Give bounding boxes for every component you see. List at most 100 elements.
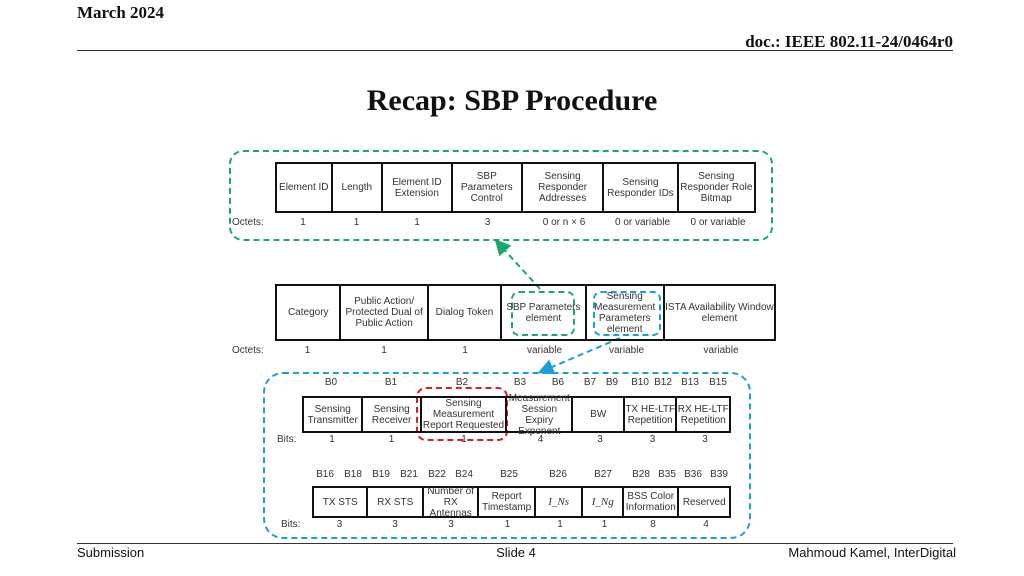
bit-position-label: B9 [605, 377, 619, 388]
header-date: March 2024 [77, 3, 165, 22]
field-label: Reserved [682, 496, 726, 508]
field-cell: Sensing Receiver [363, 398, 422, 431]
field-size: 3 [392, 519, 398, 530]
bit-position-label: B22 [428, 469, 446, 480]
field-label: Sensing Responder Addresses [538, 171, 588, 204]
field-size: 3 [597, 434, 603, 445]
bit-position-label: B15 [709, 377, 727, 388]
field-cell: Dialog Token [429, 286, 503, 339]
footer-slide-number: Slide 4 [496, 545, 536, 560]
field-label: Sensing Responder Role Bitmap [680, 171, 753, 204]
bit-position-label: B16 [316, 469, 334, 480]
field-size: 3 [484, 217, 491, 228]
field-label: BW [590, 409, 607, 420]
field-cell: Sensing Responder Role Bitmap [679, 164, 754, 211]
bit-position-label: B7 [583, 377, 597, 388]
field-cell: RX STS [368, 488, 424, 516]
field-cell: Element ID Extension [383, 164, 453, 211]
field-size: 3 [336, 519, 343, 530]
field-size: variable [526, 345, 563, 356]
field-cell: Measurement Session Expiry Exponent [507, 393, 574, 437]
field-cell: RX HE-LTF Repetition [677, 398, 729, 431]
bit-position-label: B21 [400, 469, 418, 480]
bit-position-label: B3 [513, 377, 527, 388]
field-cell: Sensing Measurement Parameters element [587, 286, 665, 339]
field-cell: SBP Parameters Control [453, 164, 523, 211]
field-label: Dialog Token [435, 307, 494, 318]
bit-position-label: B0 [324, 377, 338, 388]
footer-submission: Submission [77, 545, 145, 560]
field-size: 1 [414, 217, 420, 228]
field-label: TX STS [322, 496, 358, 508]
field-label: BSS Color Information [625, 491, 676, 513]
field-label: ISTA Availability Window element [665, 301, 774, 324]
bit-position-label: B12 [654, 377, 672, 388]
field-cell: ISTA Availability Window element [665, 286, 774, 339]
field-label: SBP Parameters Control [460, 171, 513, 204]
field-size: variable [608, 345, 645, 356]
field-size: 4 [537, 434, 544, 445]
bit-position-label: B35 [658, 469, 676, 480]
field-cell: TX HE-LTF Repetition [625, 398, 678, 431]
field-size: 1 [462, 345, 468, 356]
field-label: I_Ns [548, 495, 570, 508]
field-size: 8 [650, 519, 656, 530]
bit-position-label: B13 [681, 377, 699, 388]
bit-position-label: B6 [551, 377, 565, 388]
slide-title: Recap: SBP Procedure [366, 84, 658, 117]
field-size: 1 [601, 519, 608, 530]
field-label: Report Timestamp [482, 491, 532, 513]
field-cell: SBP Parameters element [502, 286, 587, 339]
green-arrow [494, 239, 541, 290]
sbp-element-table: Element ID Length Element ID Extension SBP … [275, 162, 756, 213]
field-cell: I_Ns [536, 488, 584, 516]
footer-author: Mahmoud Kamel, InterDigital [788, 545, 956, 560]
bit-position-label: B36 [684, 469, 702, 480]
field-label: TX HE-LTF Repetition [625, 403, 676, 426]
field-label: RX HE-LTF Repetition [677, 403, 729, 426]
field-label: Sensing Transmitter [307, 403, 358, 426]
footer-divider [77, 543, 953, 544]
field-size: 1 [329, 434, 335, 445]
field-cell: Sensing Responder IDs [604, 164, 679, 211]
field-size: 1 [504, 519, 511, 530]
bit-position-label: B19 [372, 469, 390, 480]
field-cell: Reserved [679, 488, 729, 516]
header-divider [77, 50, 953, 51]
field-cell: Number of RX Antennas [424, 486, 480, 519]
field-label: Element ID [279, 182, 329, 193]
bit-position-label: B18 [344, 469, 362, 480]
field-label: Element ID Extension [392, 176, 442, 199]
field-cell: BW [573, 398, 625, 431]
field-size: 1 [381, 345, 387, 356]
field-label: Sensing Measurement Report Requested [422, 398, 505, 431]
field-label: Sensing Responder IDs [607, 176, 674, 199]
field-size: 1 [300, 217, 306, 228]
bit-position-label: B27 [594, 469, 612, 480]
field-label: Length [341, 182, 373, 193]
bit-position-label: B24 [455, 469, 473, 480]
bit-position-label: B39 [710, 469, 728, 480]
field-size: 0 or variable [614, 217, 671, 228]
field-cell: Public Action/ Protected Dual of Public … [341, 286, 429, 339]
bit-position-label: B1 [384, 377, 398, 388]
row-label: Bits: [281, 519, 301, 530]
field-size: 1 [304, 345, 311, 356]
field-size: 3 [649, 434, 656, 445]
field-cell: Sensing Transmitter [304, 398, 364, 431]
field-size: 1 [388, 434, 395, 445]
field-cell: Length [333, 164, 384, 211]
field-size: 1 [557, 519, 563, 530]
sbp-field-highlight-box [511, 291, 575, 336]
field-size: 0 or n × 6 [542, 217, 586, 228]
field-label: Measurement Session Expiry Exponent [508, 392, 570, 437]
field-label: Sensing Measurement Parameters element [594, 290, 656, 335]
bit-position-label: B10 [631, 377, 649, 388]
field-cell: Report Timestamp [479, 488, 536, 516]
field-cell: TX STS [314, 488, 369, 516]
field-cell: Sensing Measurement Report Requested [422, 398, 508, 431]
